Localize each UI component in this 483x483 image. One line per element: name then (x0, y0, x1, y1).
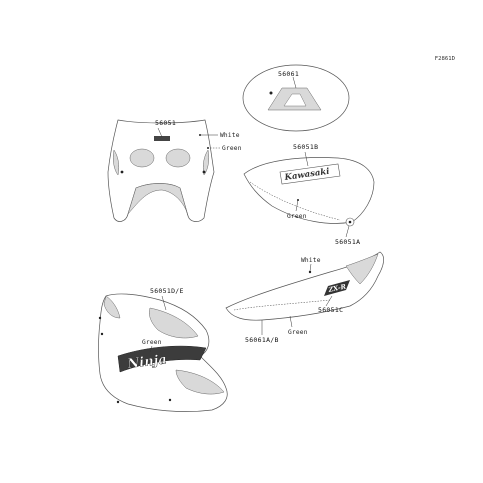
tank-small-callout: 56051A (335, 238, 360, 246)
fuel-tank-outline (243, 157, 375, 224)
tank-small-callout-leader (345, 225, 350, 238)
side-fairing-group: Ninja 56051D/E Green (98, 287, 228, 412)
fairing-side-panel (149, 307, 199, 339)
cowl-headlight-left (129, 148, 155, 168)
tail-white-point (308, 270, 312, 274)
tank-green-label: Green (287, 213, 307, 220)
tank-callout-leader (304, 151, 309, 167)
cowl-headlight-right (165, 148, 191, 168)
fairing-green-label: Green (142, 339, 162, 346)
cowl-green-point (207, 147, 209, 149)
tank-green-leader (295, 199, 299, 212)
tank-callout: 56051B (293, 143, 318, 151)
tail-cowl-tip (345, 253, 379, 285)
tail-model-logo: ZX-R (327, 282, 347, 294)
tail-cowl-outline (225, 251, 384, 321)
tail-model-panel (324, 280, 350, 296)
tail-green-label: Green (288, 329, 308, 336)
cowl-white-label: White (220, 132, 240, 139)
top-decal-window (283, 93, 307, 107)
cowl-callout-leader (157, 127, 163, 138)
fairing-marker-top (98, 316, 102, 320)
fairing-callout-leader (161, 295, 167, 311)
tail-callout: 56051C (318, 306, 343, 314)
tail-green-stripe (233, 299, 331, 311)
tank-small-decal-center (348, 220, 352, 224)
upper-cowl-group: 56051 White Green (107, 119, 242, 222)
fairing-callout: 56051D/E (150, 287, 184, 295)
top-decal-mark (269, 91, 273, 95)
fuel-tank-group: Kawasaki 56051B Green 56051A (243, 143, 375, 246)
fairing-lower-scoop (175, 369, 225, 395)
cowl-emblem (154, 136, 170, 141)
fairing-model-banner (117, 345, 207, 373)
cowl-callout: 56051 (155, 119, 176, 127)
tail-green-leader (289, 315, 293, 328)
fairing-marker-low (116, 400, 120, 404)
cowl-marker-left (120, 170, 124, 174)
fairing-marker-mid (100, 332, 104, 336)
top-decal-callout: 56061 (278, 70, 299, 78)
figure-code: F2861D (435, 56, 456, 62)
fairing-upper-vent (103, 295, 121, 319)
tail-white-label: White (301, 257, 321, 264)
tail-white-leader (309, 263, 312, 272)
cowl-green-label: Green (222, 145, 242, 152)
tank-green-stripe (249, 181, 341, 221)
tank-brand-panel (279, 163, 341, 185)
fairing-green-leader (149, 345, 153, 353)
cowl-marker-right (202, 170, 206, 174)
top-decal-leader (292, 76, 297, 89)
cowl-right-vent (202, 149, 210, 176)
upper-cowl-intake (127, 183, 189, 217)
fairing-model-logo: Ninja (126, 352, 168, 372)
cowl-left-vent (112, 149, 120, 176)
tail-callout-leader (325, 295, 333, 307)
tank-green-point (297, 199, 299, 201)
fairing-marker-bottom (168, 398, 172, 402)
tail-cowl-group: ZX-R White 56051C Green 56061A/B (225, 251, 384, 344)
top-decal-group: 56061 (242, 64, 350, 132)
tail-lower-callout: 56061A/B (245, 336, 279, 344)
cowl-white-point (199, 134, 201, 136)
